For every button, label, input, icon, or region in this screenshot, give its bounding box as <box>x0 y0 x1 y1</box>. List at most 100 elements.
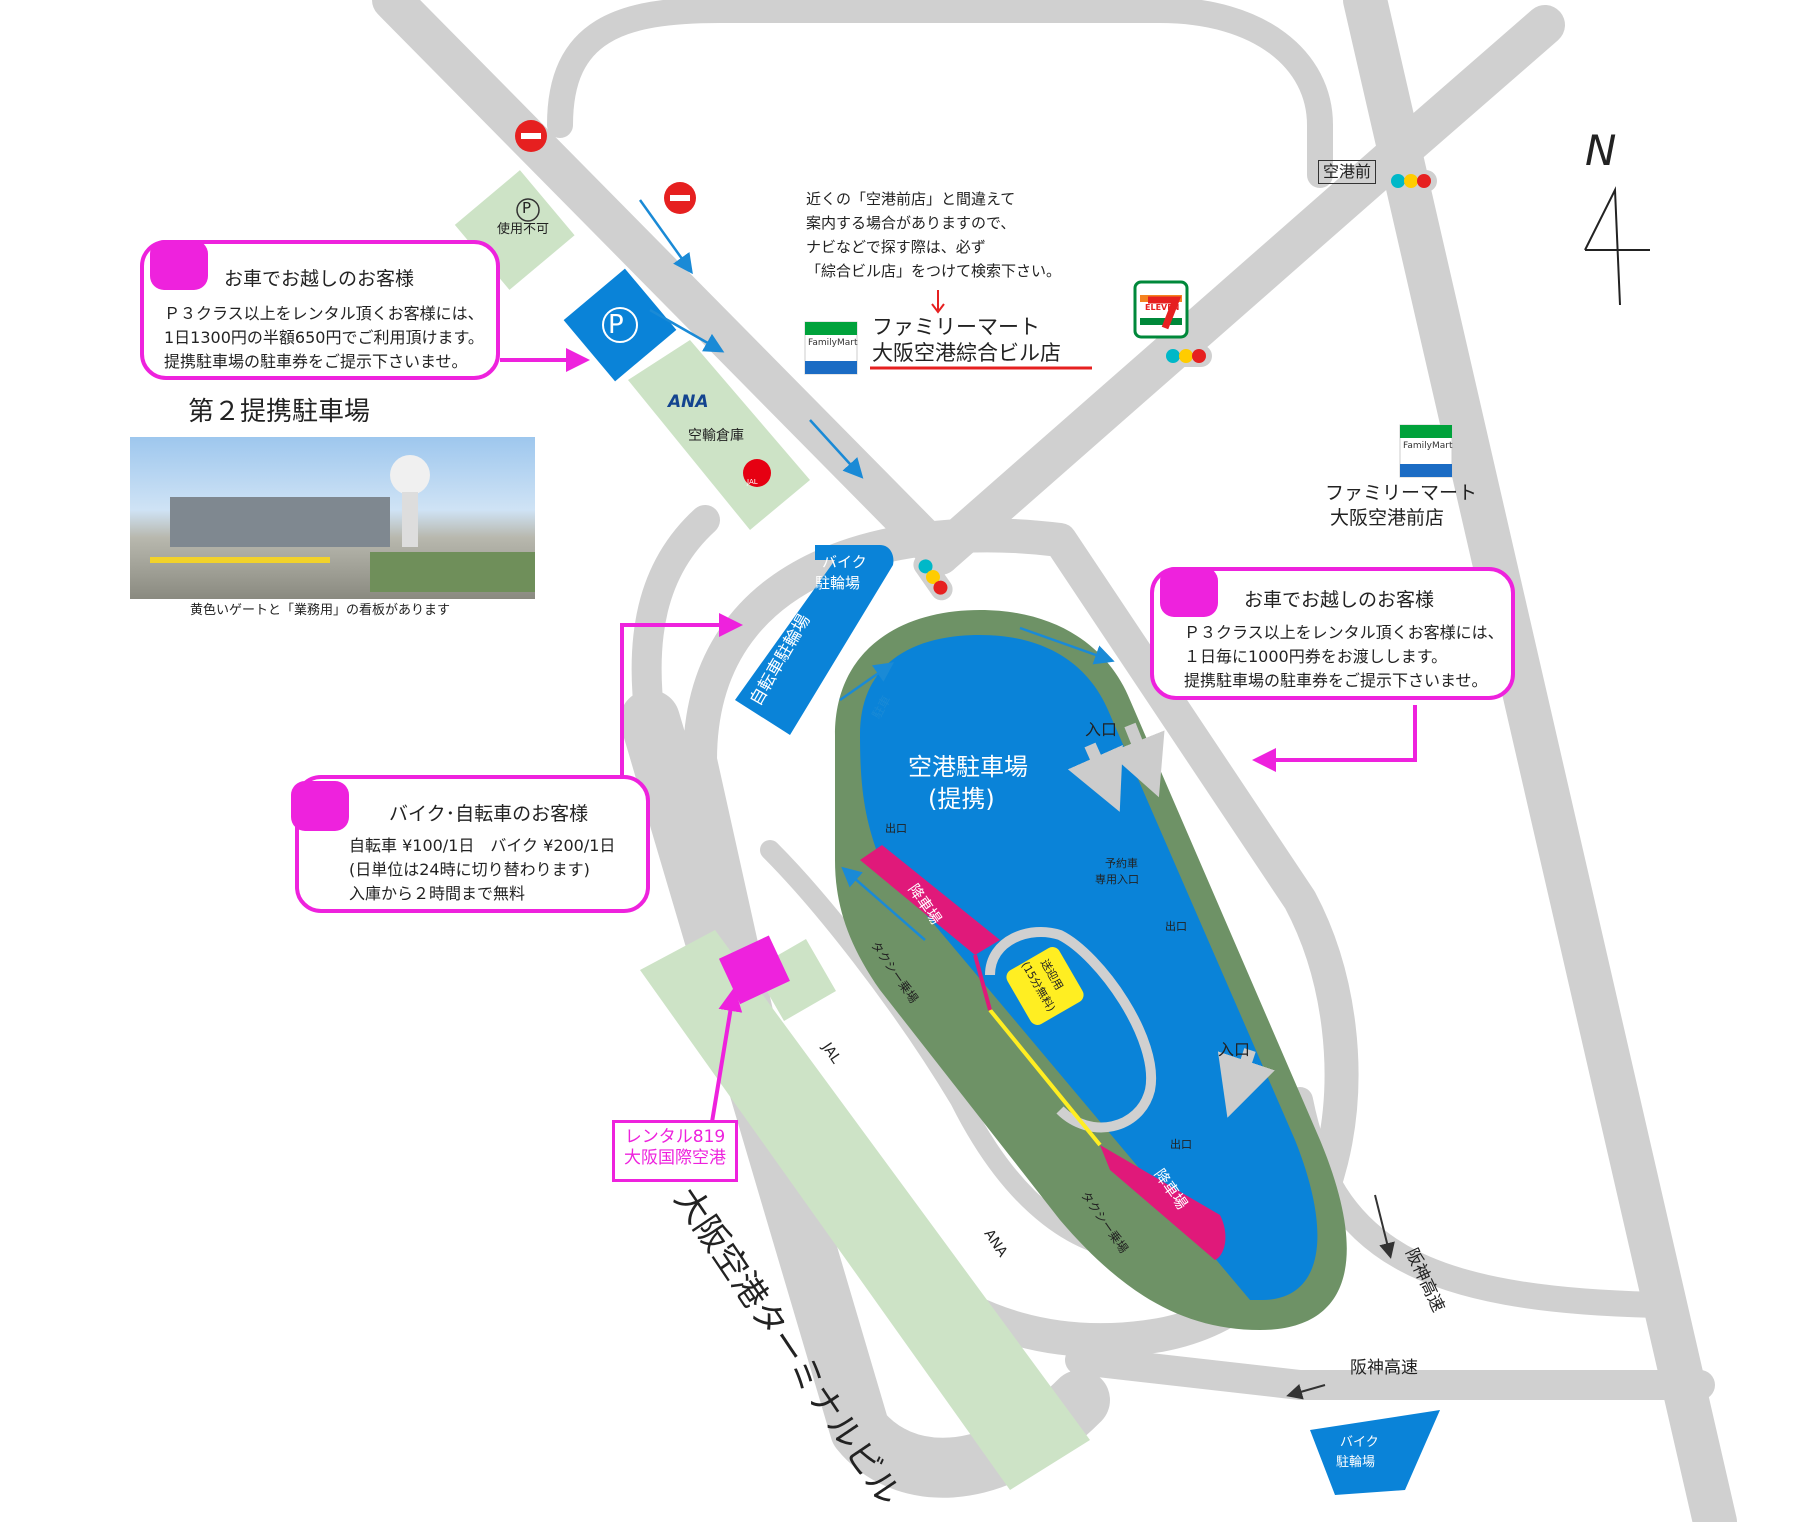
second-parking-area <box>563 268 677 382</box>
familymart-logo-sogo <box>804 321 858 375</box>
entrance-label-1: 入口 <box>1085 720 1118 739</box>
bike-parking-top-label-1: バイク <box>822 553 867 571</box>
rental-shop-label-1: レンタル819 <box>624 1127 726 1147</box>
callout-bike-line-2: (日単位は24時に切り替わります) <box>349 860 590 879</box>
familymart-mae-store: 大阪空港前店 <box>1330 507 1445 529</box>
photo-building <box>170 497 390 547</box>
callout-car-top-line-2: 1日1300円の半額650円でご利用頂けます。 <box>164 328 484 347</box>
blue-arrow-5 <box>1019 626 1115 665</box>
airport-parking-blue-area <box>860 635 1318 1300</box>
bike-icon <box>291 781 349 831</box>
callout-bike-line-1: 自転車 ¥100/1日 バイク ¥200/1日 <box>349 836 616 855</box>
callout-car-right-line-2: １日毎に1000円券をお渡しします。 <box>1184 647 1448 666</box>
terminal-building <box>640 930 1090 1490</box>
callout-car-right-line-3: 提携駐車場の駐車券をご提示下さいませ。 <box>1184 671 1488 690</box>
arrow-bike <box>620 613 743 790</box>
callout-bike-title: バイク･自転車のお客様 <box>389 803 589 825</box>
dropoff-zone-upper <box>860 845 1000 955</box>
callout-bike-line-3: 入庫から２時間まで無料 <box>349 884 526 903</box>
car-icon <box>150 240 208 290</box>
familymart-sogo-store: 大阪空港綜合ビル店 <box>872 341 1061 365</box>
ana-logo: ANA <box>668 392 709 412</box>
callout-car-right: お車でお越しのお客様 Ｐ３クラス以上をレンタル頂くお客様には、 １日毎に1000… <box>1150 567 1515 700</box>
hanshin-arrows <box>1286 1194 1395 1400</box>
callout-car-top: お車でお越しのお客様 Ｐ３クラス以上をレンタル頂くお客様には、 1日1300円の… <box>140 240 500 380</box>
callout-car-top-line-1: Ｐ３クラス以上をレンタル頂くお客様には、 <box>164 304 484 323</box>
navi-note-4: 「綜合ビル店」をつけて検索下さい。 <box>806 262 1062 280</box>
familymart-mae-logo-text: FamilyMart <box>1403 441 1453 451</box>
bike-parking-bottom-label-2: 駐輪場 <box>1336 1455 1376 1470</box>
bike-parking-bottom-label-1: バイク <box>1340 1435 1379 1450</box>
exit-label-2: 出口 <box>1165 920 1187 933</box>
bike-parking-top-area <box>735 545 894 735</box>
navi-note-2: 案内する場合がありますので、 <box>806 214 1016 232</box>
yellow-lane-line <box>988 1008 1102 1147</box>
entrance-arrow-lower <box>1217 1048 1275 1118</box>
hanshin-arrow-2 <box>1286 1384 1326 1400</box>
kuko-mae-signal-label: 空港前 <box>1318 160 1377 184</box>
photo-trees <box>370 552 535 592</box>
callout-car-top-line-3: 提携駐車場の駐車券をご提示下さいませ。 <box>164 352 468 371</box>
seven-eleven-logo <box>1133 280 1189 339</box>
callout-car-right-line-1: Ｐ３クラス以上をレンタル頂くお客様には、 <box>1184 623 1504 642</box>
reserved-entrance-2: 専用入口 <box>1095 873 1139 886</box>
unusable-parking-p-icon <box>516 198 540 222</box>
blue-arrow-4 <box>839 662 895 702</box>
entrance-label-2: 入口 <box>1218 1040 1251 1059</box>
north-arrow-icon <box>1584 186 1650 306</box>
traffic-signals <box>913 170 1437 601</box>
unusable-parking-label: 使用不可 <box>497 222 550 237</box>
callout-bike: バイク･自転車のお客様 自転車 ¥100/1日 バイク ¥200/1日 (日単位… <box>291 775 650 913</box>
unusable-parking-symbol: P <box>522 199 532 217</box>
pointer-arrows <box>500 348 1417 1123</box>
photo-gate <box>150 557 330 563</box>
jal-logo: JAL <box>747 478 758 486</box>
navi-note-1: 近くの「空港前店」と間違えて <box>806 190 1016 208</box>
photo-caption: 黄色いゲートと「業務用」の看板があります <box>190 603 451 618</box>
seven-eleven-logo-text: ELEVEN <box>1145 303 1180 312</box>
navi-note-3: ナビなどで探す際は、必ず <box>806 238 986 256</box>
entrance-arrow-upper2 <box>1108 722 1165 798</box>
blue-arrow-1 <box>638 199 693 275</box>
road-east-vertical <box>1343 0 1737 1522</box>
no-entry-sign-1 <box>515 120 547 152</box>
north-label: N <box>1585 126 1617 175</box>
pickup-lane <box>985 926 1157 1133</box>
pickup-badge <box>1006 947 1084 1025</box>
reserved-entrance-1: 予約車 <box>1105 857 1138 870</box>
airport-parking-title: 空港駐車場 <box>908 753 1028 781</box>
road-upper-loop <box>547 0 1333 188</box>
dropoff-zone-lower <box>1100 1145 1226 1260</box>
second-parking-photo <box>130 437 535 599</box>
exit-label-3: 出口 <box>1170 1138 1192 1151</box>
jal-logo-icon <box>743 459 771 487</box>
blue-arrow-2 <box>649 308 725 353</box>
familymart-sogo-logo-text: FamilyMart <box>808 338 858 348</box>
traffic-signal-seven <box>1160 345 1212 367</box>
rental-shop-label-2: 大阪国際空港 <box>624 1148 726 1169</box>
familymart-sogo-name: ファミリーマート <box>872 315 1040 339</box>
rental-shop-label: レンタル819 大阪国際空港 <box>612 1120 738 1182</box>
traffic-signal-center <box>913 553 953 601</box>
callout-car-right-title: お車でお越しのお客様 <box>1244 589 1435 611</box>
photo-dome <box>390 455 430 495</box>
warehouse-label: 空輸倉庫 <box>688 428 744 444</box>
hanshin-arrow-1 <box>1374 1194 1395 1259</box>
blue-arrow-3 <box>809 419 864 479</box>
familymart-logo-mae <box>1399 424 1453 478</box>
magenta-lane-line <box>973 954 992 1011</box>
bike-parking-bottom-area <box>1310 1410 1440 1495</box>
car-icon <box>1160 567 1218 617</box>
photo-tower <box>402 492 418 547</box>
blue-arrow-6 <box>841 866 926 941</box>
arrow-rental <box>710 987 743 1123</box>
airport-parking-subtitle: (提携) <box>928 785 995 813</box>
bike-parking-top-label-2: 駐輪場 <box>815 574 861 592</box>
hanshin-label-2: 阪神高速 <box>1350 1358 1418 1378</box>
second-parking-p-icon <box>602 307 638 343</box>
second-parking-title: 第２提携駐車場 <box>188 397 371 427</box>
entrance-arrow-upper <box>1067 742 1123 812</box>
arrow-car-right <box>1252 705 1417 772</box>
road-arrows <box>638 199 1115 941</box>
exit-label-1: 出口 <box>885 822 907 835</box>
